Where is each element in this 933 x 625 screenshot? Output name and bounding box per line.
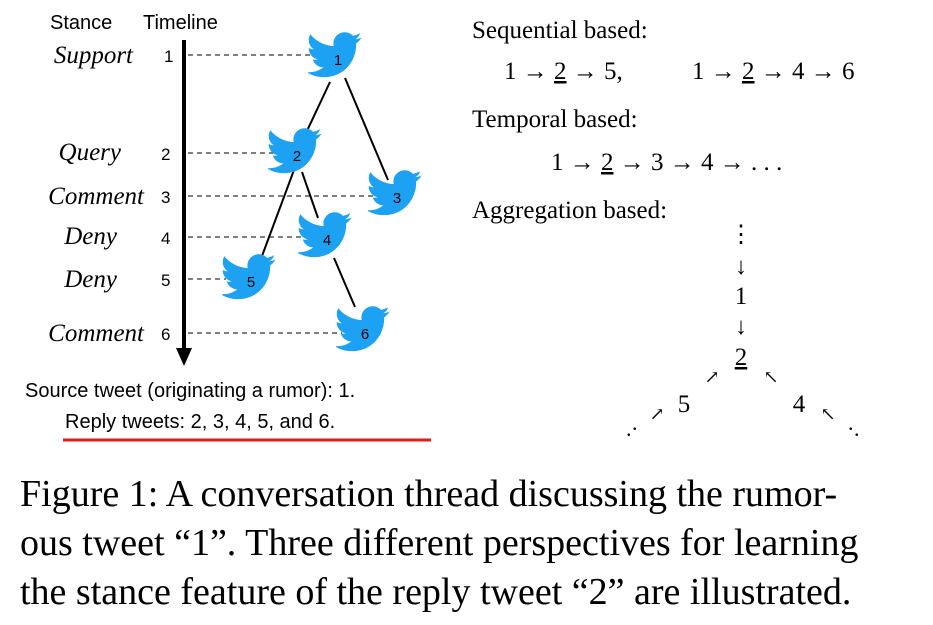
aggregation-dots-left-1: . [626, 416, 632, 441]
aggregation-top-dots: ⋮ [729, 222, 753, 248]
stance-header: Stance [50, 12, 112, 34]
target-node: 2 [554, 58, 567, 85]
tweet-node-4: 4 [298, 212, 352, 258]
aggregation-title: Aggregation based: [472, 197, 667, 224]
tweet-label-3: 3 [393, 190, 401, 207]
dashed-connectors [188, 54, 376, 334]
tweet-label-5: 5 [247, 274, 255, 291]
aggregation-node-1: 1 [735, 283, 748, 310]
source-tweet-note: Source tweet (originating a rumor): 1. [25, 380, 355, 402]
stance-label-1: Support [54, 42, 134, 69]
tweet-label-4: 4 [323, 232, 331, 249]
aggregation-arrow-4-to-2: ↖ [763, 367, 778, 387]
temporal-path: 1 → 2 → 3 → 4 → . . . [551, 149, 782, 176]
tweet-label-1: 1 [334, 52, 342, 69]
aggregation-node-5: 5 [678, 391, 691, 418]
stance-label-3: Comment [48, 183, 145, 210]
aggregation-dots-left-2: . [632, 410, 638, 435]
figure-caption: Figure 1: A conversation thread discussi… [20, 470, 920, 617]
aggregation-arrow-into-4: ↖ [820, 404, 835, 424]
timeline-index-2: 2 [161, 145, 170, 164]
timeline-index-6: 6 [161, 325, 170, 344]
target-node: 2 [601, 149, 614, 176]
tweet-label-2: 2 [293, 148, 301, 165]
stance-label-2: Query [59, 139, 122, 166]
timeline-header: Timeline [143, 12, 218, 34]
caption-line-2: ous tweet “1”. Three different perspecti… [20, 522, 859, 564]
tweet-node-3: 3 [368, 170, 422, 216]
sequential-title: Sequential based: [472, 17, 648, 44]
conversation-thread-figure: Stance Timeline Support Query Comment De… [25, 12, 860, 442]
sequential-path-1: 1 → 2 → 5, [504, 58, 623, 85]
aggregation-node-4: 4 [793, 391, 806, 418]
timeline-index-3: 3 [161, 188, 170, 207]
stance-label-5: Deny [63, 266, 118, 293]
target-node: 2 [742, 58, 755, 85]
aggregation-dots-right-1: . [848, 410, 854, 435]
timeline-arrowhead [176, 348, 192, 366]
tweet-label-6: 6 [361, 326, 369, 343]
temporal-title: Temporal based: [472, 106, 638, 133]
aggregation-arrow-down-1: ↓ [735, 254, 747, 280]
reply-tweets-note: Reply tweets: 2, 3, 4, 5, and 6. [65, 411, 335, 433]
sequential-path-2: 1 → 2 → 4 → 6 [692, 58, 855, 85]
caption-line-1: Figure 1: A conversation thread discussi… [20, 473, 838, 515]
aggregation-arrow-down-2: ↓ [735, 314, 747, 340]
caption-line-3: the stance feature of the reply tweet “2… [20, 571, 852, 613]
aggregation-arrow-into-5: ↗ [649, 404, 664, 424]
reply-tree-edges [261, 77, 389, 308]
stance-label-4: Deny [63, 223, 118, 250]
timeline-index-4: 4 [161, 229, 170, 248]
timeline-index-5: 5 [161, 271, 170, 290]
timeline-index-1: 1 [164, 47, 173, 66]
aggregation-arrow-5-to-2: ↗ [704, 367, 719, 387]
stance-label-6: Comment [48, 320, 145, 347]
aggregation-node-2: 2 [735, 344, 748, 371]
tweet-node-1: 1 [308, 32, 362, 78]
tweet-node-6: 6 [336, 306, 390, 352]
aggregation-dots-right-2: . [854, 416, 860, 441]
tweet-node-5: 5 [222, 254, 276, 300]
tweet-node-2: 2 [268, 128, 322, 174]
